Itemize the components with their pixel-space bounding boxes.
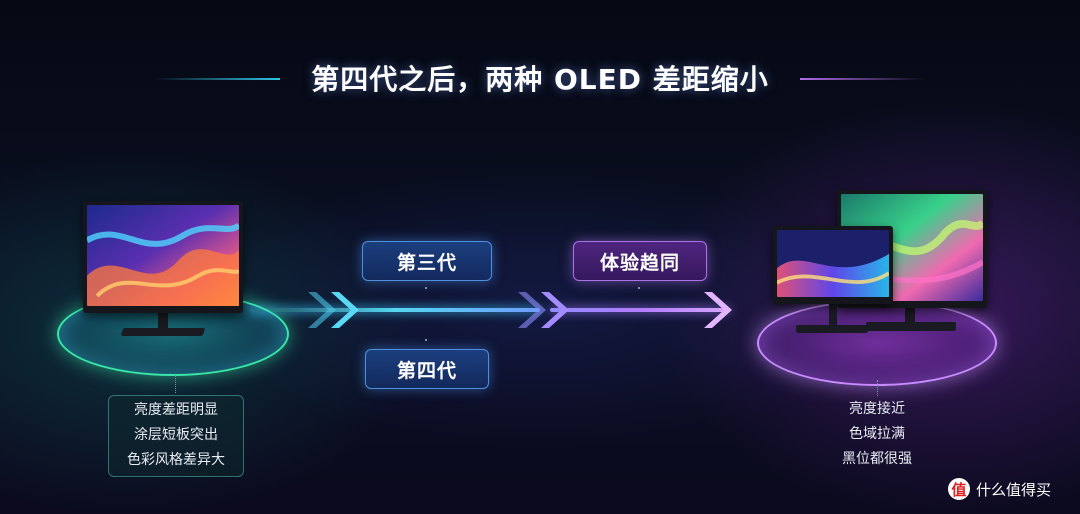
watermark-text: 什么值得买 [976, 480, 1052, 499]
right-front-monitor [773, 226, 893, 304]
gen4-tick [425, 339, 427, 341]
right-caption-connector [877, 380, 879, 396]
gen3-label: 第三代 [362, 241, 492, 281]
right-front-monitor-stand-base [796, 325, 868, 333]
left-monitor-stand-base [120, 328, 206, 336]
converge-label: 体验趋同 [573, 241, 707, 281]
left-caption-connector [175, 375, 177, 393]
right-caption-line: 色域拉满 [849, 426, 905, 442]
right-back-monitor [837, 190, 987, 308]
page-title: 第四代之后，两种 OLED 差距缩小 [311, 63, 769, 96]
flow-line-blue [250, 308, 540, 312]
gen3-tick [425, 287, 427, 289]
chevron-right-icon [302, 288, 346, 332]
left-monitor-stand-neck [158, 310, 168, 330]
right-front-monitor-screen [777, 230, 889, 297]
right-caption-line: 黑位都很强 [842, 451, 912, 467]
watermark: 值 什么值得买 [948, 478, 1051, 500]
right-caption-line: 亮度接近 [849, 401, 905, 417]
right-back-monitor-stand-base [866, 322, 956, 331]
right-caption: 亮度接近 色域拉满 黑位都很强 [822, 397, 932, 472]
chevron-right-icon [325, 288, 369, 332]
gen4-label: 第四代 [365, 349, 489, 389]
chevron-right-icon [535, 288, 579, 332]
left-caption-line: 亮度差距明显 [134, 402, 218, 418]
title-line-right [800, 78, 925, 80]
converge-tick [638, 287, 640, 289]
left-caption-line: 涂层短板突出 [134, 427, 218, 443]
zhide-logo-icon: 值 [948, 478, 970, 500]
right-front-monitor-stand-neck [829, 300, 837, 326]
flow-line-purple [550, 308, 730, 312]
chevron-right-icon [698, 288, 742, 332]
right-back-monitor-stand-neck [905, 305, 915, 325]
title-line-left [155, 78, 280, 80]
chevron-right-icon [512, 288, 556, 332]
right-platform [757, 300, 997, 386]
left-caption: 亮度差距明显 涂层短板突出 色彩风格差异大 [108, 395, 244, 477]
left-monitor-screen [87, 205, 239, 306]
left-monitor [83, 201, 243, 313]
left-caption-line: 色彩风格差异大 [127, 452, 225, 468]
